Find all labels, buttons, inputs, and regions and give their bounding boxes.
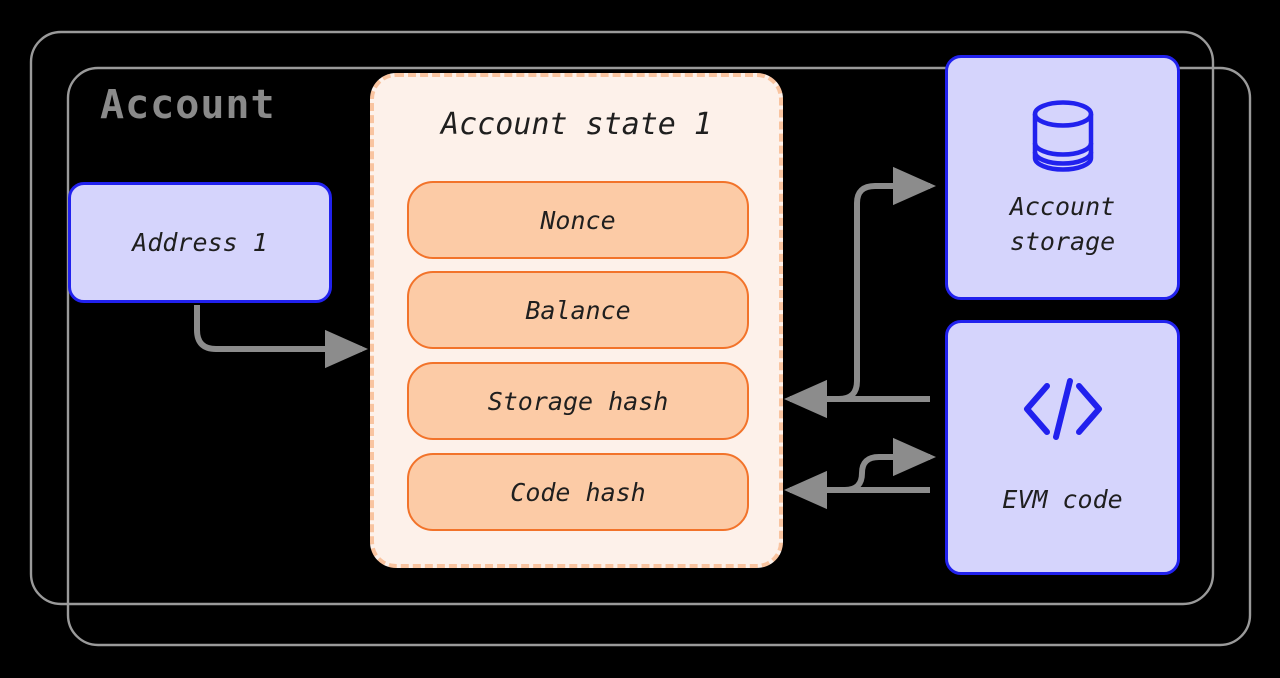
field-code-hash[interactable]: Code hash xyxy=(407,453,749,531)
field-nonce-label: Nonce xyxy=(540,205,616,235)
field-balance-label: Balance xyxy=(525,295,631,325)
outer-container-back xyxy=(66,66,1252,647)
page-title: Account xyxy=(100,82,276,128)
field-storage-hash-label: Storage hash xyxy=(487,386,669,416)
account-storage-node[interactable]: Account storage xyxy=(945,55,1180,300)
evm-code-label: EVM code xyxy=(1002,485,1123,514)
evm-code-node[interactable]: EVM code xyxy=(945,320,1180,575)
outer-container-front xyxy=(29,30,1215,606)
arrow-address-to-state xyxy=(194,305,369,369)
code-brackets-icon xyxy=(1020,378,1106,440)
account-state-title: Account state 1 xyxy=(441,107,712,142)
field-storage-hash[interactable]: Storage hash xyxy=(407,362,749,440)
address-node[interactable]: Address 1 xyxy=(68,182,332,303)
arrow-state-to-evm-code xyxy=(790,437,937,493)
account-state-panel: Account state 1 Nonce Balance Storage ha… xyxy=(370,73,783,568)
arrow-state-to-account-storage xyxy=(790,166,937,402)
database-icon xyxy=(1027,97,1099,175)
field-code-hash-label: Code hash xyxy=(510,477,646,507)
field-nonce[interactable]: Nonce xyxy=(407,181,749,259)
address-label: Address 1 xyxy=(132,227,268,257)
account-storage-label: Account storage xyxy=(1009,191,1116,256)
field-balance[interactable]: Balance xyxy=(407,271,749,349)
